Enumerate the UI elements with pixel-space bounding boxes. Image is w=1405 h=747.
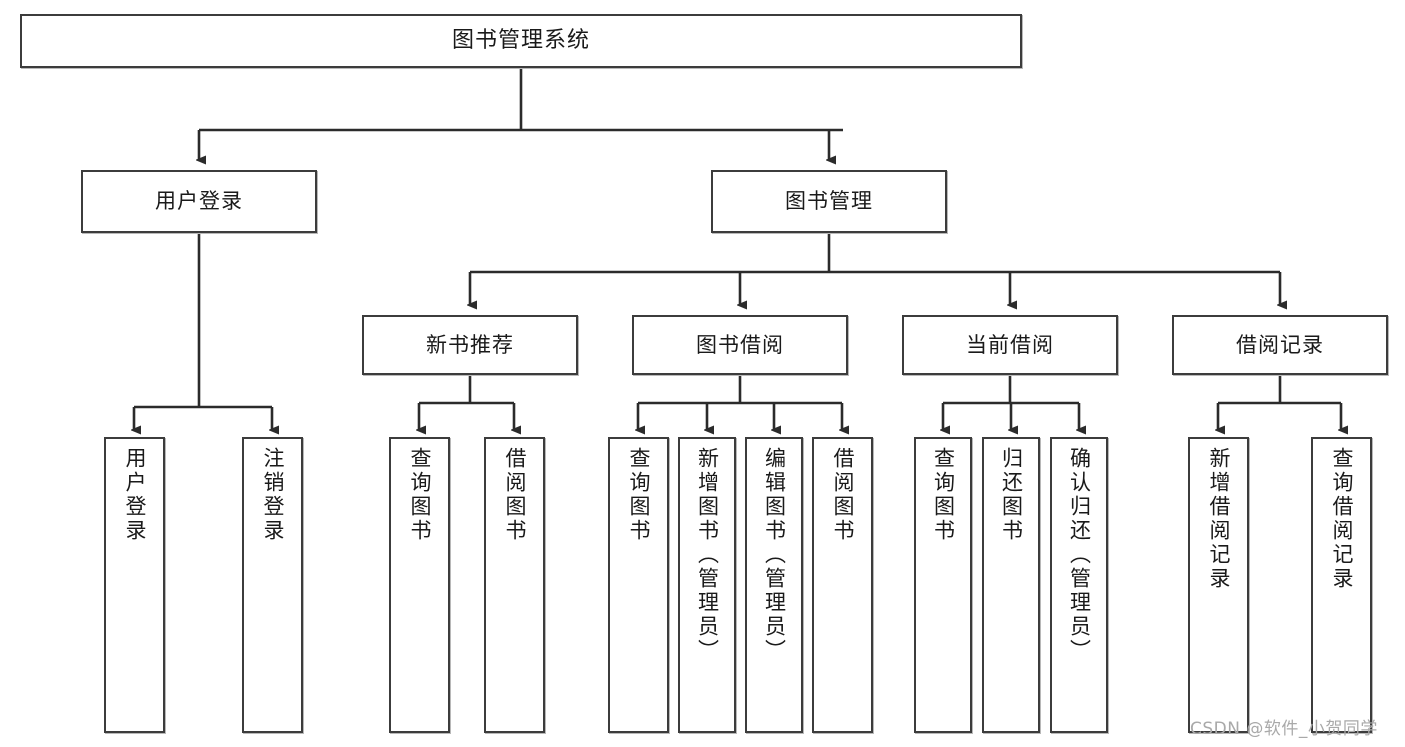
node-leaf-logout-login-label: 注销登录 <box>261 447 285 543</box>
node-current-borrow-label: 当前借阅 <box>966 332 1054 357</box>
node-leaf-borrow-book-1[interactable]: 借阅图书 <box>484 437 545 733</box>
node-leaf-confirm-return-admin[interactable]: 确认归还（管理员） <box>1050 437 1108 733</box>
node-leaf-return-book[interactable]: 归还图书 <box>982 437 1040 733</box>
node-leaf-add-book-admin[interactable]: 新增图书（管理员） <box>678 437 736 733</box>
node-leaf-query-borrow-record-label: 查询借阅记录 <box>1330 447 1354 591</box>
node-leaf-edit-book-admin[interactable]: 编辑图书（管理员） <box>745 437 803 733</box>
node-borrow-record[interactable]: 借阅记录 <box>1172 315 1388 375</box>
node-leaf-add-borrow-record[interactable]: 新增借阅记录 <box>1188 437 1249 733</box>
node-leaf-logout-login[interactable]: 注销登录 <box>242 437 303 733</box>
node-leaf-query-book-1[interactable]: 查询图书 <box>389 437 450 733</box>
node-current-borrow[interactable]: 当前借阅 <box>902 315 1118 375</box>
node-leaf-query-book-3[interactable]: 查询图书 <box>914 437 972 733</box>
node-user-login[interactable]: 用户登录 <box>81 170 317 233</box>
node-leaf-add-book-admin-label: 新增图书（管理员） <box>695 447 720 663</box>
node-borrow-record-label: 借阅记录 <box>1236 332 1324 357</box>
node-new-book-recommend-label: 新书推荐 <box>426 332 514 357</box>
node-root[interactable]: 图书管理系统 <box>20 14 1022 68</box>
node-leaf-query-borrow-record[interactable]: 查询借阅记录 <box>1311 437 1372 733</box>
node-book-borrow-label: 图书借阅 <box>696 332 784 357</box>
node-root-label: 图书管理系统 <box>451 28 590 54</box>
node-leaf-add-borrow-record-label: 新增借阅记录 <box>1207 447 1231 591</box>
node-user-login-label: 用户登录 <box>155 189 243 214</box>
node-leaf-query-book-1-label: 查询图书 <box>408 447 432 543</box>
node-leaf-borrow-book-1-label: 借阅图书 <box>503 447 527 543</box>
node-leaf-confirm-return-admin-label: 确认归还（管理员） <box>1067 447 1092 663</box>
node-leaf-user-login[interactable]: 用户登录 <box>104 437 165 733</box>
node-book-management-label: 图书管理 <box>785 189 873 214</box>
node-leaf-query-book-2[interactable]: 查询图书 <box>608 437 669 733</box>
node-leaf-borrow-book-2-label: 借阅图书 <box>831 447 855 543</box>
node-new-book-recommend[interactable]: 新书推荐 <box>362 315 578 375</box>
node-book-borrow[interactable]: 图书借阅 <box>632 315 848 375</box>
node-leaf-borrow-book-2[interactable]: 借阅图书 <box>812 437 873 733</box>
node-leaf-query-book-2-label: 查询图书 <box>627 447 651 543</box>
node-leaf-user-login-label: 用户登录 <box>123 447 147 543</box>
node-leaf-edit-book-admin-label: 编辑图书（管理员） <box>762 447 787 663</box>
node-leaf-return-book-label: 归还图书 <box>999 447 1024 543</box>
node-book-management[interactable]: 图书管理 <box>711 170 947 233</box>
node-leaf-query-book-3-label: 查询图书 <box>931 447 956 543</box>
watermark-text: CSDN @软件_小贺同学 <box>1190 719 1378 739</box>
